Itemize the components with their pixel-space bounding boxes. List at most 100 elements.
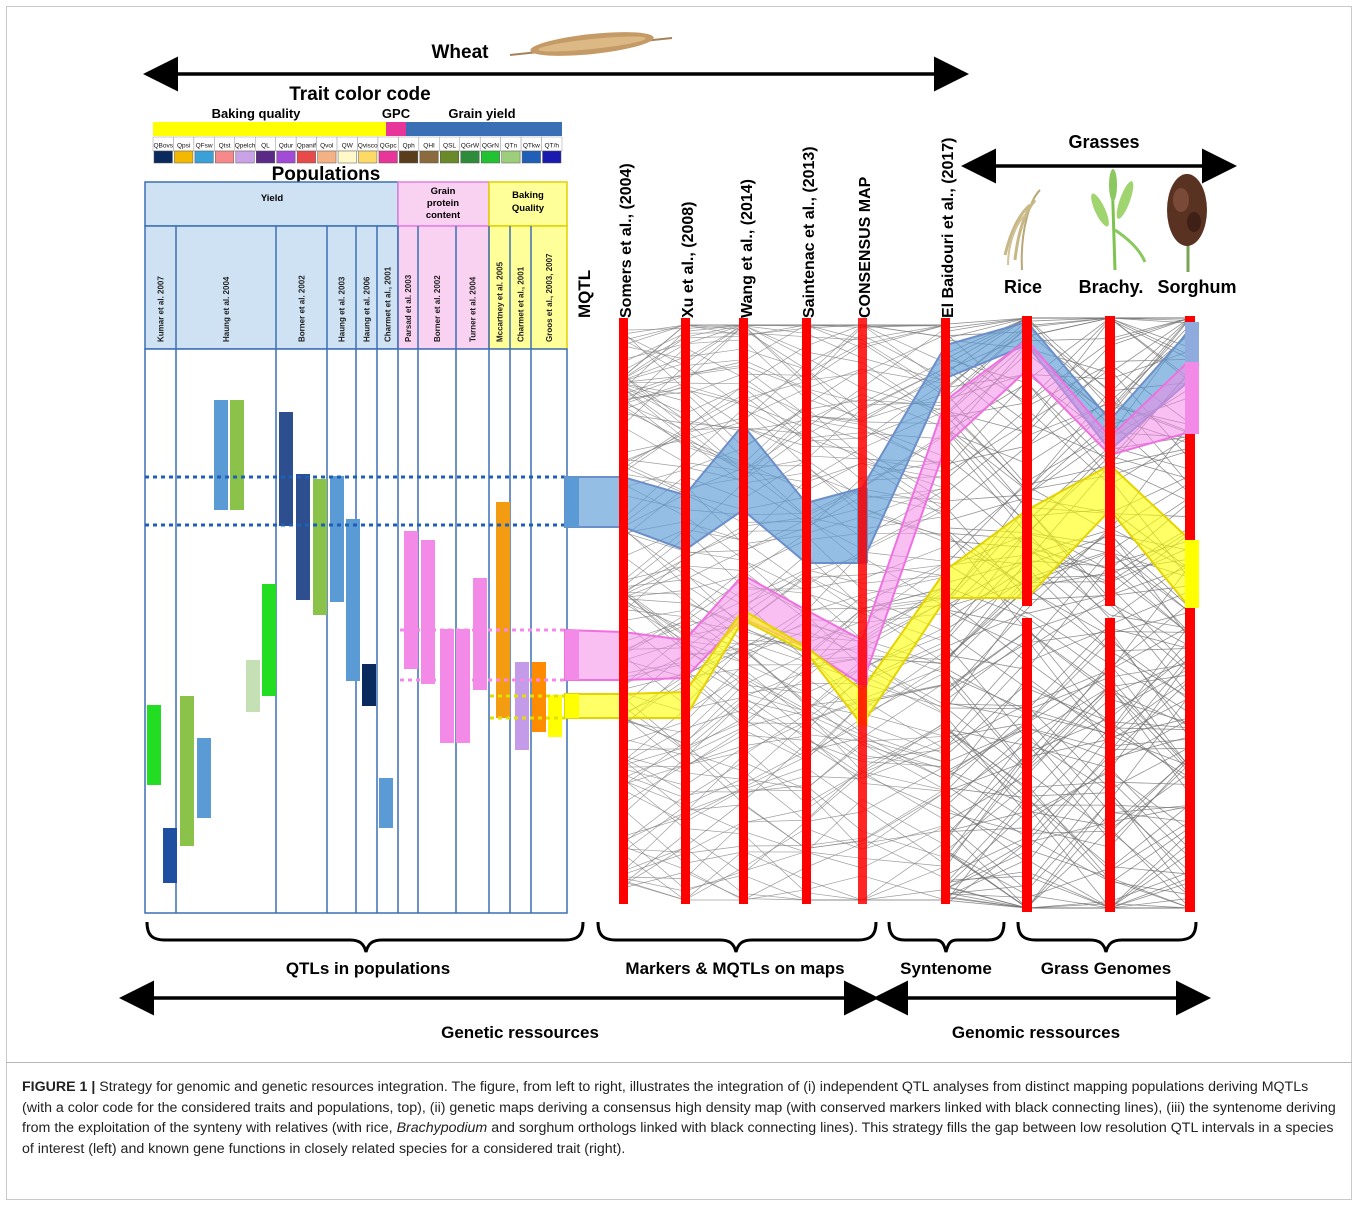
trait-group-bar-baking [153,122,386,136]
qtl-bar [515,662,529,750]
marker-link-line [623,830,946,900]
bracket-syntenome [889,922,1004,952]
label-grass-genomes: Grass Genomes [1041,959,1171,978]
population-column-label: Parsad et al. 2003 [404,274,413,342]
qtl-bar [163,828,177,883]
map-bar-somers [619,318,628,904]
trait-code-label: Qvol [320,143,334,150]
population-column-label: Mccartney et al. 2005 [496,261,505,342]
qtl-bar [313,479,327,615]
population-column-label: Groos et al., 2003, 2007 [545,253,554,342]
wheat-ear-icon [510,28,672,61]
ortholog-link-line [946,687,1190,794]
map-label-el-baidouri: El Baidouri et al., (2017) [940,138,957,319]
ortholog-link-line [946,640,1190,778]
trait-code-label: Qpanif [297,143,316,150]
ortholog-link-line [946,732,1190,908]
genome-bar-brachy-top [1105,316,1115,606]
population-column-label: Charmet et al., 2001 [384,266,393,342]
genome-bar-rice-top [1022,316,1032,606]
bracket-grass-genomes [1018,922,1196,952]
qtl-bar [147,705,161,785]
sorghum-icon [1167,174,1207,272]
mqtl-band-yield [565,322,1190,563]
trait-code-swatch [338,151,356,163]
wheat-label: Wheat [432,42,490,63]
trait-code-swatch [215,151,233,163]
label-genomic-resources: Genomic ressources [952,1023,1120,1042]
qtl-bar [330,476,344,602]
marker-link-line [623,326,946,383]
trait-code-swatch [461,151,479,163]
sorghum-block-baking [1185,540,1199,608]
trait-code-label: Qph [402,143,415,150]
population-header-yield [145,226,398,349]
marker-link-line [623,825,946,900]
qtl-bar [346,519,360,681]
caption-italic: Brachypodium [397,1120,488,1136]
map-bar-saintenac [802,318,811,904]
map-bar-syntenome [941,318,950,904]
label-genetic-resources: Genetic ressources [441,1023,599,1042]
qtl-bar [548,695,562,737]
ortholog-link-line [946,729,1190,787]
trait-code-swatch [420,151,438,163]
trait-code-label: QGpc [380,143,398,150]
ortholog-link-line [946,876,1190,908]
trait-code-swatch [297,151,315,163]
marker-link-line [623,767,946,871]
trait-code-swatch [359,151,377,163]
label-markers-mqtls: Markers & MQTLs on maps [625,959,844,978]
trait-code-swatch [154,151,172,163]
map-label-saintenac: Saintenac et al., (2013) [801,146,818,318]
ortholog-link-line [946,661,1190,782]
marker-link-line [623,790,946,850]
marker-link-line [623,846,946,900]
trait-color-code-title: Trait color code [289,84,430,105]
trait-group-bar-gpc [386,122,406,136]
label-qtls-in-populations: QTLs in populations [286,959,450,978]
population-column-label: Haung et al. 2003 [338,276,347,342]
trait-code-label: QBovs [153,143,173,150]
map-label-somers: Somers et al., (2004) [618,163,635,318]
population-column-label: Haung et al. 2006 [363,276,372,342]
genome-bar-brachy-bottom [1105,618,1115,912]
trait-code-label: QFsw [196,143,213,150]
map-label-consensus: CONSENSUS MAP [857,176,874,318]
species-label-brachy: Brachy. [1079,277,1144,297]
qtl-bar [456,629,470,743]
qtl-bar [214,400,228,510]
trait-code-label: Qpsi [177,143,190,150]
caption-label: FIGURE 1 | [22,1079,95,1095]
population-column-label: Borner et al. 2002 [298,275,307,342]
qtl-bar [279,412,293,526]
trait-code-label: QW [342,143,354,150]
rice-icon [1005,190,1040,270]
trait-code-swatch [174,151,192,163]
qtl-bar [496,502,510,718]
population-column-label: Haung et al. 2004 [222,276,231,342]
qtl-bar [404,531,418,669]
genome-bar-rice-bottom [1022,618,1032,912]
trait-group-label-baking: Baking quality [212,106,302,121]
sorghum-block-yield [1185,322,1199,362]
trait-code-label: Qtst [219,143,231,150]
trait-code-label: Qvisco [358,143,378,150]
brachypodium-icon [1088,169,1145,270]
ortholog-link-line [946,743,1190,840]
mqtl-bar-baking [565,694,579,718]
figure-caption: FIGURE 1 | Strategy for genomic and gene… [22,1077,1342,1159]
mqtl-bar-gpc [565,630,579,680]
trait-code-swatch [318,151,336,163]
trait-code-swatch [236,151,254,163]
map-bar-xu [681,318,690,904]
label-syntenome: Syntenome [900,959,992,978]
trait-code-label: QSL [443,143,456,150]
caption-divider [6,1062,1352,1063]
sorghum-block-gpc [1185,362,1199,434]
population-group-yield [145,182,398,226]
trait-code-swatch [256,151,274,163]
trait-code-label: Qpelch [235,143,256,150]
map-label-xu: Xu et al., (2008) [680,202,697,319]
marker-link-line [623,852,946,892]
